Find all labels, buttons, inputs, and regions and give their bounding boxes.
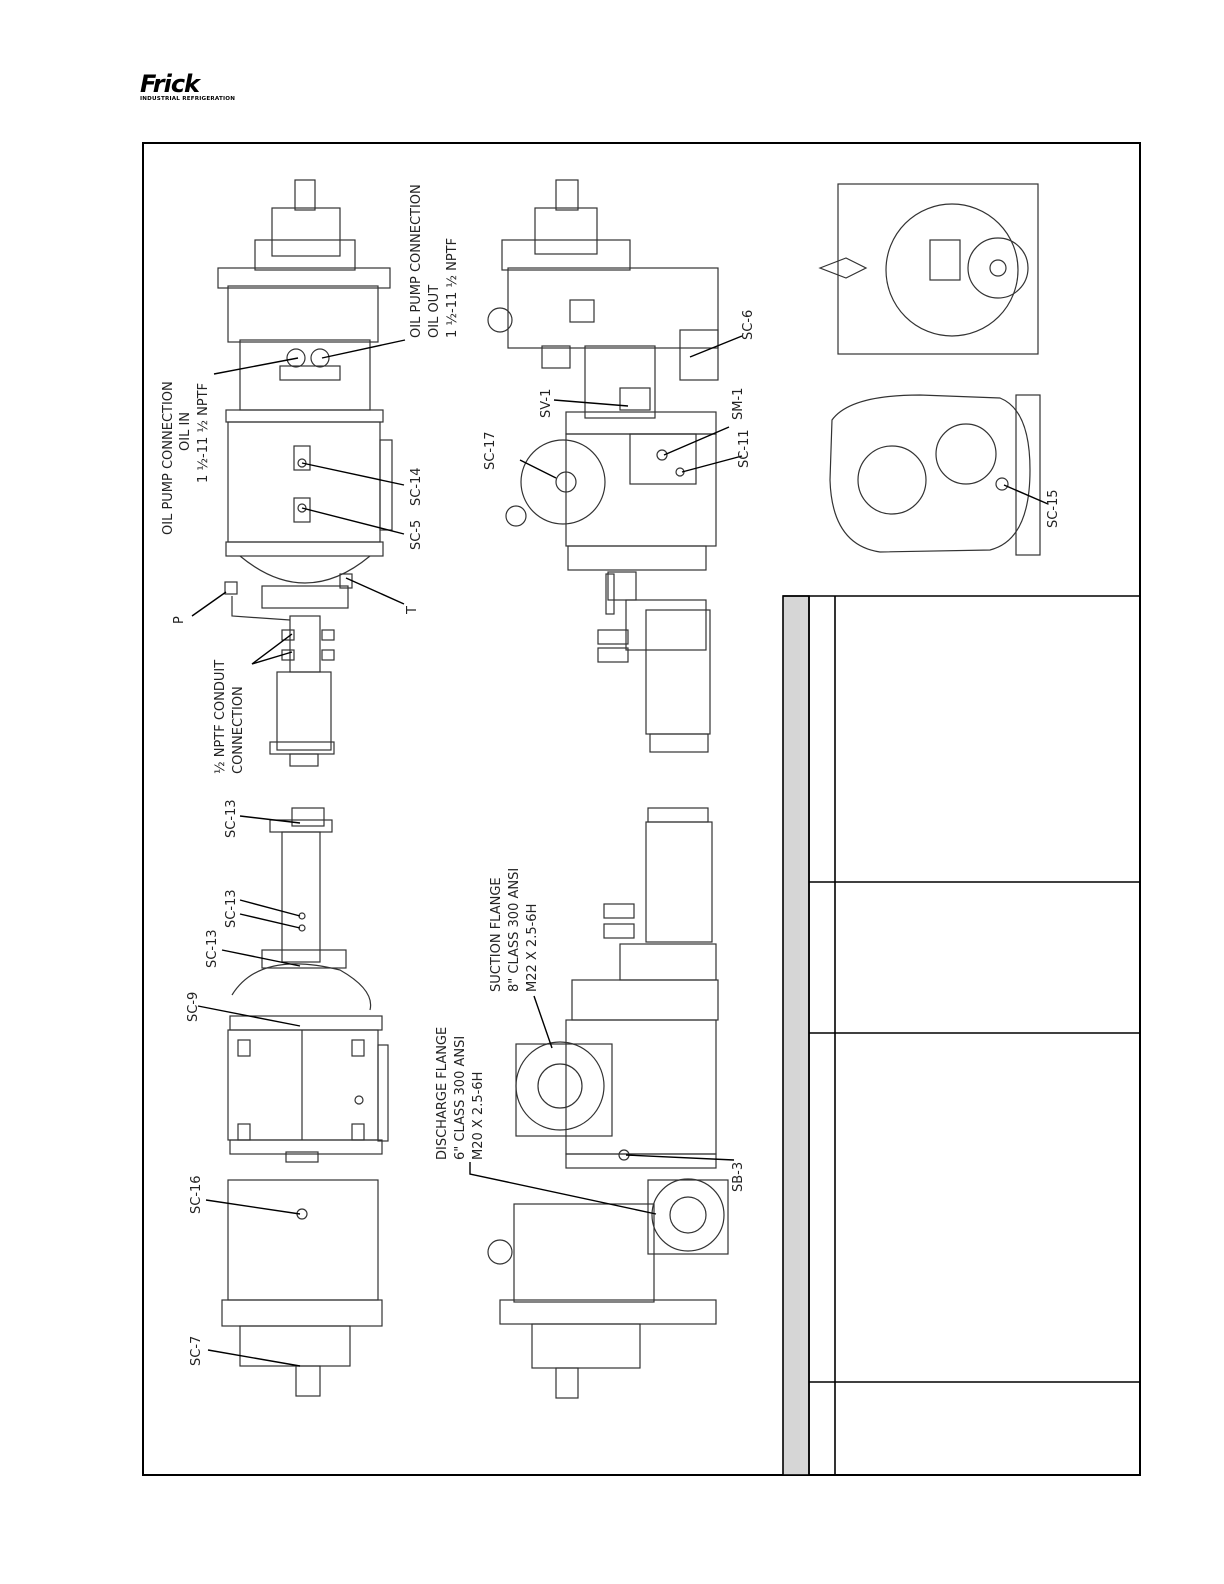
label-sc13-middle: SC-13 [224, 889, 239, 928]
logo-tagline: INDUSTRIAL REFRIGERATION [140, 96, 236, 102]
leader-p [191, 591, 227, 617]
label-oil-pump-out-title: OIL PUMP CONNECTION [409, 184, 424, 338]
leader-sb3 [625, 1154, 735, 1161]
leader-sc11 [681, 455, 743, 473]
label-suction-line2: 8" CLASS 300 ANSI [507, 868, 522, 992]
leader-oil-in [213, 357, 299, 375]
label-sc5: SC-5 [409, 520, 424, 550]
side-view-middle [487, 179, 719, 753]
label-discharge-line2: 6" CLASS 300 ANSI [453, 1036, 468, 1160]
label-oil-pump-in-title: OIL PUMP CONNECTION [161, 381, 176, 535]
label-sc9: SC-9 [186, 992, 201, 1022]
label-sc13-lower: SC-13 [205, 929, 220, 968]
title-block [782, 595, 1140, 1476]
leader-sv1 [553, 399, 629, 407]
leader-discharge [469, 1162, 657, 1215]
leader-sc6 [689, 335, 743, 358]
label-sc16: SC-16 [189, 1175, 204, 1214]
label-t: T [405, 606, 420, 615]
leader-oil-out [321, 339, 406, 359]
leader-sc5 [301, 507, 405, 535]
leader-sm1 [663, 426, 730, 456]
leader-suction [533, 995, 553, 1049]
leader-sc13-c [239, 913, 301, 929]
label-sc14: SC-14 [409, 467, 424, 506]
side-view-top [217, 179, 393, 767]
label-sc13-top: SC-13 [224, 799, 239, 838]
leader-sc7 [207, 1349, 301, 1367]
label-sm1: SM-1 [731, 388, 746, 420]
leader-sc17 [519, 459, 557, 479]
label-sc7: SC-7 [189, 1336, 204, 1366]
leader-sc13-b [239, 899, 301, 917]
label-discharge-line3: M20 X 2.5-6H [471, 1072, 486, 1160]
frick-logo: Frick INDUSTRIAL REFRIGERATION [140, 70, 235, 106]
label-sc11: SC-11 [737, 429, 752, 468]
label-suction-line3: M22 X 2.5-6H [525, 904, 540, 992]
labels: OIL PUMP CONNECTION OIL IN 1 ½-11 ½ NPTF… [161, 184, 1061, 1366]
logo-wordmark: Frick [140, 70, 200, 98]
leader-sc9 [197, 1005, 301, 1027]
leader-t [345, 577, 405, 605]
label-conduit-line1: ½ NPTF CONDUIT [213, 660, 228, 774]
drawing-frame [142, 142, 1141, 1476]
label-sv1: SV-1 [539, 389, 554, 418]
label-suction-line1: SUCTION FLANGE [489, 877, 504, 992]
leader-conduit-1 [251, 633, 293, 665]
label-sc17: SC-17 [483, 431, 498, 470]
leader-sc15 [1003, 484, 1049, 505]
leader-sc14 [301, 462, 405, 486]
label-conduit-line2: CONNECTION [231, 686, 246, 774]
leader-lines [191, 335, 1049, 1367]
label-oil-pump-out-sub: OIL OUT [427, 285, 442, 338]
leader-sc13-d [221, 949, 301, 967]
leader-sc16 [205, 1199, 301, 1215]
plan-view-middle [487, 807, 729, 1399]
label-sb3: SB-3 [731, 1162, 746, 1192]
label-p: P [172, 616, 187, 624]
label-sc15: SC-15 [1046, 489, 1061, 528]
label-discharge-line1: DISCHARGE FLANGE [435, 1027, 450, 1160]
label-sc6: SC-6 [741, 310, 756, 340]
leader-conduit-2 [251, 651, 293, 665]
plan-view-left [221, 807, 389, 1397]
end-views [818, 183, 1041, 556]
label-oil-pump-out-size: 1 ½-11 ½ NPTF [445, 238, 460, 338]
leader-sc13-a [239, 815, 301, 824]
title-block-shaded-column [782, 595, 810, 1476]
label-oil-pump-in-size: 1 ½-11 ½ NPTF [196, 383, 211, 483]
label-oil-pump-in-sub: OIL IN [178, 412, 193, 451]
